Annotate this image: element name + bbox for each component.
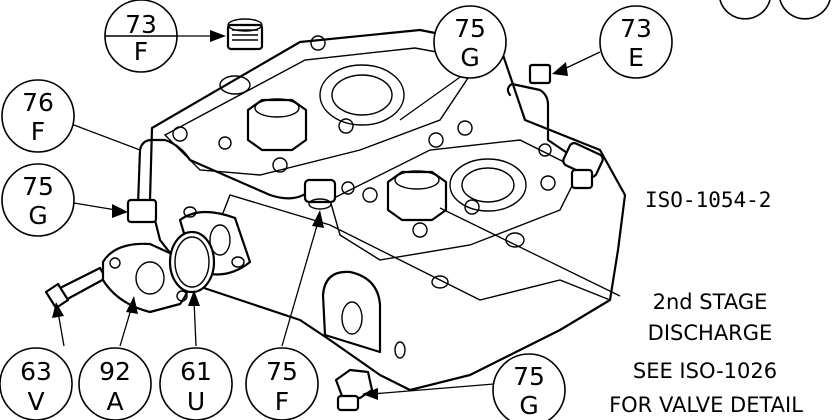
callout-number: 76: [22, 88, 54, 117]
tubing: [136, 82, 587, 207]
callout-letter: E: [628, 43, 644, 72]
tee-75f: [303, 178, 337, 210]
callout-letter: F: [31, 117, 45, 146]
callout-letter: F: [275, 387, 289, 416]
callout-number: 75: [513, 362, 545, 391]
callout-75g-top: 75 G: [433, 5, 507, 79]
callout-letter: U: [187, 387, 205, 416]
callout-letter: G: [519, 391, 538, 420]
callout-75g-left: 75 G: [1, 163, 75, 237]
drawing-number: ISO-1054-2: [645, 188, 771, 212]
note-line-3: SEE ISO-1026: [633, 359, 777, 383]
callout-letter: V: [27, 387, 44, 416]
callout-61u: 61 U: [159, 347, 233, 420]
note-line-2: DISCHARGE: [648, 321, 773, 345]
discharge-note: 2nd STAGE DISCHARGE SEE ISO-1026 FOR VAL…: [609, 290, 803, 417]
callout-letter: G: [460, 43, 479, 72]
callout-number: 61: [180, 357, 212, 386]
cropped-callouts: [719, 0, 831, 20]
elbow-right: [562, 142, 604, 190]
plug-73f: [226, 18, 264, 51]
bolt-63v: [44, 266, 108, 310]
cylinder-head: [148, 28, 627, 392]
callout-number: 73: [620, 14, 652, 43]
elbow-75g-left: [126, 198, 158, 224]
callout-number: 63: [20, 357, 52, 386]
callout-letter: F: [134, 37, 148, 66]
callout-number: 73: [125, 10, 157, 39]
callout-73f: 73 F: [104, 0, 178, 73]
callout-75f: 75 F: [245, 347, 319, 420]
callout-92a: 92 A: [78, 347, 152, 420]
callout-number: 75: [266, 357, 298, 386]
callout-63v: 63 V: [0, 347, 73, 420]
callout-number: 92: [99, 357, 131, 386]
note-line-4: FOR VALVE DETAIL: [609, 393, 803, 417]
leader-lines: [52, 30, 621, 400]
note-line-1: 2nd STAGE: [653, 290, 768, 314]
callout-letter: A: [106, 387, 123, 416]
oring-61u: [168, 230, 216, 294]
callout-75g-bottom: 75 G: [492, 353, 566, 420]
plug-73e: [528, 63, 552, 85]
callout-number: 75: [454, 14, 486, 43]
callout-76f: 76 F: [1, 79, 75, 153]
callout-letter: G: [28, 201, 47, 230]
callout-number: 75: [22, 172, 54, 201]
fittings: [44, 18, 604, 412]
callout-73e: 73 E: [599, 5, 673, 79]
elbow-75g-bottom: [334, 368, 374, 412]
